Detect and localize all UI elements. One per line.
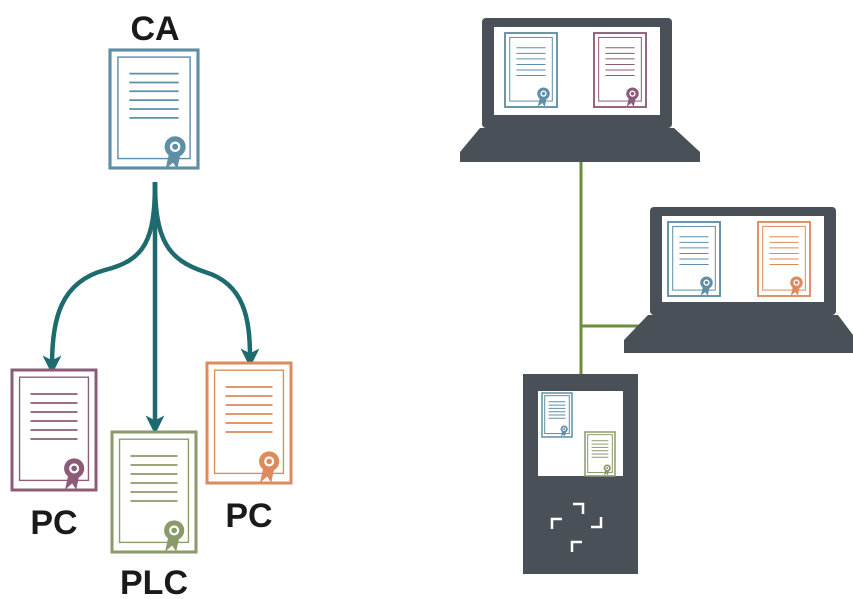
- pc-right-certificate-icon: [205, 361, 293, 485]
- certificate-inner-frame: [672, 225, 716, 291]
- laptop-2-certificate-b-icon: [757, 221, 811, 297]
- ca-label: CA: [130, 10, 179, 48]
- certificate-inner-frame: [544, 395, 570, 434]
- seal-dot: [71, 465, 77, 472]
- seal-dot: [794, 280, 799, 285]
- certificate-hierarchy: CA PC PLC PC: [10, 10, 293, 599]
- arrow-to-pc-right: [152, 181, 260, 368]
- certificate-inner-frame: [762, 225, 806, 291]
- seal-dot: [563, 428, 566, 431]
- certificate-inner-frame: [587, 434, 613, 473]
- seal-dot: [541, 91, 546, 96]
- pc-left-label: PC: [30, 504, 77, 542]
- plc-device-logo-icon: [550, 502, 603, 552]
- seal-dot: [171, 527, 177, 534]
- certificate-inner-frame: [18, 376, 90, 482]
- network: [460, 18, 853, 574]
- pc-left-certificate-icon: [10, 368, 98, 492]
- seal-dot: [630, 91, 635, 96]
- laptop-1-certificate-b-icon: [593, 32, 647, 108]
- plc-device: [523, 374, 638, 574]
- arrow-group: [42, 181, 260, 435]
- certificate-inner-frame: [117, 56, 191, 160]
- laptop-1-certificate-a-icon: [504, 32, 558, 108]
- laptop-2-keyboard-base: [624, 315, 853, 353]
- seal-dot: [266, 458, 272, 465]
- certificate-inner-frame: [213, 369, 285, 475]
- seal-dot: [172, 143, 179, 150]
- plc-device-certificate-b-icon: [584, 431, 616, 477]
- seal-dot: [704, 280, 709, 285]
- laptop-1: [460, 18, 700, 162]
- certificate-inner-frame: [509, 36, 553, 102]
- laptop-2: [624, 207, 853, 353]
- arrow-to-pc-left: [42, 181, 158, 375]
- plc-device-certificate-a-icon: [541, 392, 573, 438]
- laptop-2-certificate-a-icon: [667, 221, 721, 297]
- certificate-inner-frame: [598, 36, 642, 102]
- plc-certificate-icon: [110, 430, 198, 554]
- certificate-inner-frame: [118, 438, 190, 544]
- network-links: [579, 160, 640, 374]
- laptop-1-keyboard-base: [460, 128, 700, 162]
- ca-certificate-icon: [108, 48, 200, 170]
- pc-right-label: PC: [225, 497, 272, 535]
- seal-dot: [606, 467, 609, 470]
- plc-label: PLC: [120, 564, 188, 599]
